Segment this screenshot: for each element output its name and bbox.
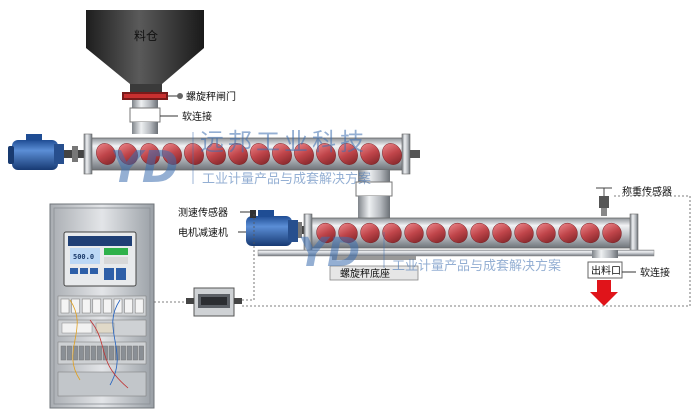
screw-flight — [536, 222, 556, 244]
breaker — [124, 298, 133, 314]
screw-flight — [118, 143, 138, 165]
terminal — [66, 345, 72, 361]
watermark: YD 远邦工业科技 工业计量产品与成套解决方案 YD 工业计量产品与成套解决方案 — [110, 128, 561, 276]
screw-flight — [580, 222, 600, 244]
watermark-company: 远邦工业科技 — [200, 128, 368, 156]
lower-screw-conveyor — [290, 213, 639, 253]
breaker — [113, 298, 123, 314]
screw-flight — [404, 222, 424, 244]
gate-valve: 螺旋秤闸门 — [122, 90, 236, 103]
lower-motor — [246, 210, 298, 246]
weigh-sensor-label: 称重传感器 — [622, 185, 672, 198]
terminal — [120, 345, 126, 361]
terminal — [78, 345, 84, 361]
terminal-row — [60, 345, 144, 361]
screw-flight — [338, 143, 358, 165]
upper-screw-conveyor — [62, 133, 420, 175]
terminal — [102, 345, 108, 361]
breaker — [103, 298, 112, 314]
screw-flight — [206, 143, 226, 165]
watermark-slogan-lower: 工业计量产品与成套解决方案 — [392, 258, 561, 274]
signal-wiring — [154, 195, 691, 307]
screw-flight — [250, 143, 270, 165]
speed-sensor-label: 测速传感器 — [178, 206, 228, 219]
screw-flight — [514, 222, 534, 244]
controller-display-value: 500.0 — [73, 253, 94, 261]
terminal — [90, 345, 96, 361]
screw-flight — [602, 222, 622, 244]
screw-flight — [558, 222, 578, 244]
watermark-slogan-upper: 工业计量产品与成套解决方案 — [202, 171, 371, 187]
terminal — [126, 345, 132, 361]
upper-motor — [8, 134, 64, 170]
breaker — [92, 298, 102, 314]
upper-screw-flights — [96, 143, 402, 165]
lower-screw-flights — [316, 222, 622, 244]
screw-flight — [426, 222, 446, 244]
scale-base: 螺旋秤底座 — [257, 249, 655, 281]
upper-neck: 软连接 — [129, 100, 212, 134]
junction-box — [186, 287, 242, 317]
watermark-logo-lower: YD — [298, 230, 360, 276]
screw-flight — [338, 222, 358, 244]
outlet-label: 出料口 — [591, 264, 621, 277]
speed-sensor: 测速传感器 电机减速机 — [178, 206, 256, 239]
breaker — [60, 298, 70, 314]
screw-flight — [492, 222, 512, 244]
screw-flight — [140, 143, 160, 165]
screw-flight — [228, 143, 248, 165]
screw-flight — [162, 143, 182, 165]
screw-flight — [360, 143, 380, 165]
terminal — [132, 345, 138, 361]
screw-flight — [316, 143, 336, 165]
terminal — [138, 345, 144, 361]
breaker-row — [60, 298, 144, 314]
terminal — [60, 345, 66, 361]
hopper-label: 料仓 — [134, 29, 158, 43]
outlet: 出料口 软连接 — [587, 250, 670, 306]
motor-reducer-label: 电机减速机 — [178, 226, 228, 239]
control-cabinet: 500.0 — [49, 203, 155, 409]
screw-flight — [294, 143, 314, 165]
breaker — [134, 298, 144, 314]
screw-flight — [360, 222, 380, 244]
weigh-sensor: 称重传感器 — [596, 185, 672, 216]
watermark-logo-upper: YD — [110, 142, 178, 193]
screw-flight — [470, 222, 490, 244]
terminal — [84, 345, 90, 361]
screw-flight — [272, 143, 292, 165]
terminal — [108, 345, 114, 361]
terminal — [96, 345, 102, 361]
screw-flight — [96, 143, 116, 165]
screw-flight — [382, 143, 402, 165]
screw-flight — [184, 143, 204, 165]
base-label: 螺旋秤底座 — [340, 267, 390, 280]
soft-joint-top-label: 软连接 — [182, 110, 212, 123]
hopper: 料仓 — [86, 10, 204, 92]
screw-flight — [316, 222, 336, 244]
middle-chute — [355, 170, 393, 218]
soft-joint-bottom-label: 软连接 — [640, 266, 670, 279]
gate-label: 螺旋秤闸门 — [186, 90, 236, 103]
breaker — [81, 298, 91, 314]
screw-flight — [448, 222, 468, 244]
